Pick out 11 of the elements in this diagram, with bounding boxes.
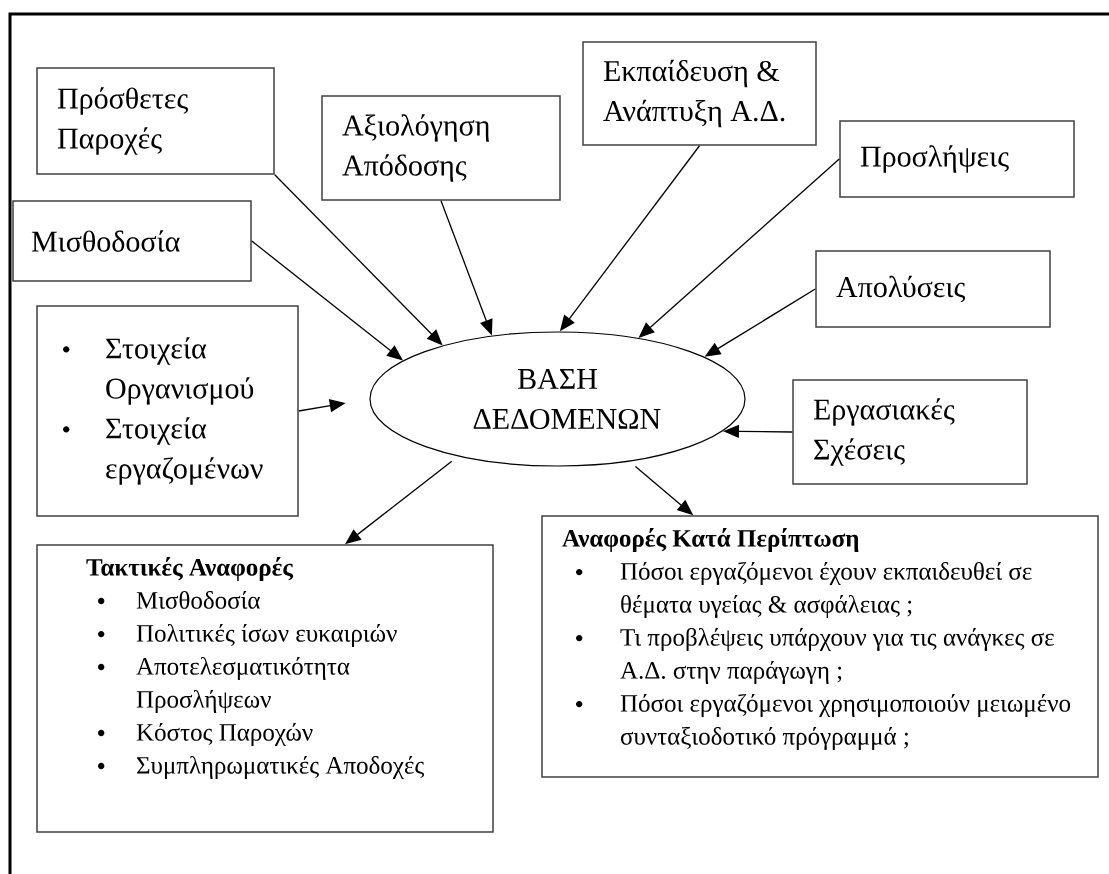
arrow bbox=[251, 240, 403, 361]
label-box: Αξιολόγηση Απόδοσης bbox=[321, 95, 561, 201]
report-box: Τακτικές Αναφορές Μισθοδοσία Πολιτικές ίσων ευκαιριών Αποτελεσματικότητα Προσλήψεων Κόστος Παροχών Συμπληρωματικές Αποδοχές bbox=[36, 544, 494, 833]
label-box: Προσλήψεις bbox=[839, 120, 1075, 198]
label-box: Πρόσθετες Παροχές bbox=[36, 67, 275, 175]
label-box: Απολύσεις bbox=[815, 250, 1051, 328]
label-box: Εργασιακές Σχέσεις bbox=[792, 379, 1028, 485]
label-box: Εκπαίδευση & Ανάπτυξη Α.Δ. bbox=[582, 41, 817, 146]
bullet-list-box: Στοιχεία Οργανισμού Στοιχεία εργαζομένων bbox=[36, 305, 299, 517]
label-box: Μισθοδοσία bbox=[12, 200, 252, 282]
report-box: Αναφορές Κατά Περίπτωση Πόσοι εργαζόμενοι έχουν εκπαιδευθεί σε θέματα υγείας & ασφάλειας ; Τι προβλέψεις υπάρχουν για τις ανάγκες σε Α.Δ. στην παράγωγη ; Πόσοι εργαζόμενοι χρησιμοποιούν μειωμένο συνταξιοδοτικό πρόγραμμά ; bbox=[541, 515, 1099, 778]
